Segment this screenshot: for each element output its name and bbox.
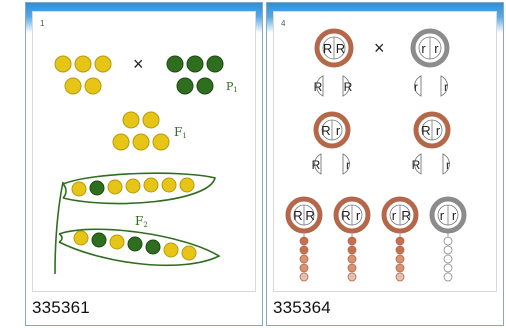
allele-letter: R	[293, 208, 302, 223]
f1-left-gamete-2: r	[342, 153, 350, 175]
allele-letter: r	[421, 41, 426, 56]
label-f2: F2	[135, 214, 148, 229]
allele-letter: R	[421, 123, 430, 138]
allele-letter: r	[452, 208, 457, 223]
gamete-letter: r	[444, 80, 448, 94]
pea-cross-drawing: 1 × P1	[40, 19, 238, 275]
allele-letter: r	[440, 208, 445, 223]
f1-yellow-peas	[112, 111, 170, 151]
panel-number: 1	[40, 19, 45, 28]
f2-offspring-column	[443, 231, 453, 282]
gamete-letter: R	[344, 80, 353, 94]
cross-symbol: ×	[374, 38, 385, 58]
parent-yellow-peas	[54, 55, 112, 95]
pod-1-peas	[71, 177, 195, 197]
f2-offspring-column	[299, 231, 309, 282]
gamete-recessive-2: r	[440, 75, 448, 97]
allele-letter: r	[434, 41, 439, 56]
pea-pods	[54, 172, 221, 275]
allele-letter: R	[401, 208, 410, 223]
allele-letter: r	[392, 208, 397, 223]
panel-number: 4	[281, 19, 286, 28]
f1-right-gamete-2: r	[442, 153, 450, 175]
allele-letter: R	[321, 123, 330, 138]
allele-letter: R	[341, 208, 350, 223]
gamete-recessive-1: r	[414, 75, 422, 97]
f2-offspring-column	[395, 231, 405, 282]
gamete-letter: r	[446, 158, 450, 172]
allele-letter: r	[356, 208, 361, 223]
label-f1: F1	[174, 125, 187, 140]
image-card-335361[interactable]: 1 × P1	[25, 2, 263, 326]
gamete-dominant-2: R	[342, 75, 353, 97]
parent-green-peas	[166, 55, 224, 95]
gamete-letter: R	[412, 158, 421, 172]
image-id-caption: 335364	[273, 298, 331, 317]
gamete-letter: R	[312, 158, 321, 172]
mendel-pea-cross-illustration: 1 × P1	[32, 11, 256, 292]
allele-letter: R	[323, 41, 332, 56]
allele-letter: R	[305, 208, 314, 223]
cross-symbol: ×	[133, 54, 144, 74]
f2-offspring-column	[347, 231, 357, 282]
gamete-dominant-1: R	[314, 75, 324, 97]
label-p1: P1	[226, 80, 238, 94]
allele-letter: r	[436, 123, 441, 138]
f1-right-gamete-1: R	[412, 153, 422, 175]
f1-left-gamete-1: R	[312, 153, 322, 175]
allele-letter: r	[336, 123, 341, 138]
pod-2-peas	[73, 230, 197, 261]
gamete-letter: r	[346, 158, 350, 172]
allele-letter: R	[336, 41, 345, 56]
gamete-letter: R	[314, 80, 323, 94]
gamete-letter: r	[414, 80, 418, 94]
image-id-caption: 335361	[32, 298, 90, 317]
